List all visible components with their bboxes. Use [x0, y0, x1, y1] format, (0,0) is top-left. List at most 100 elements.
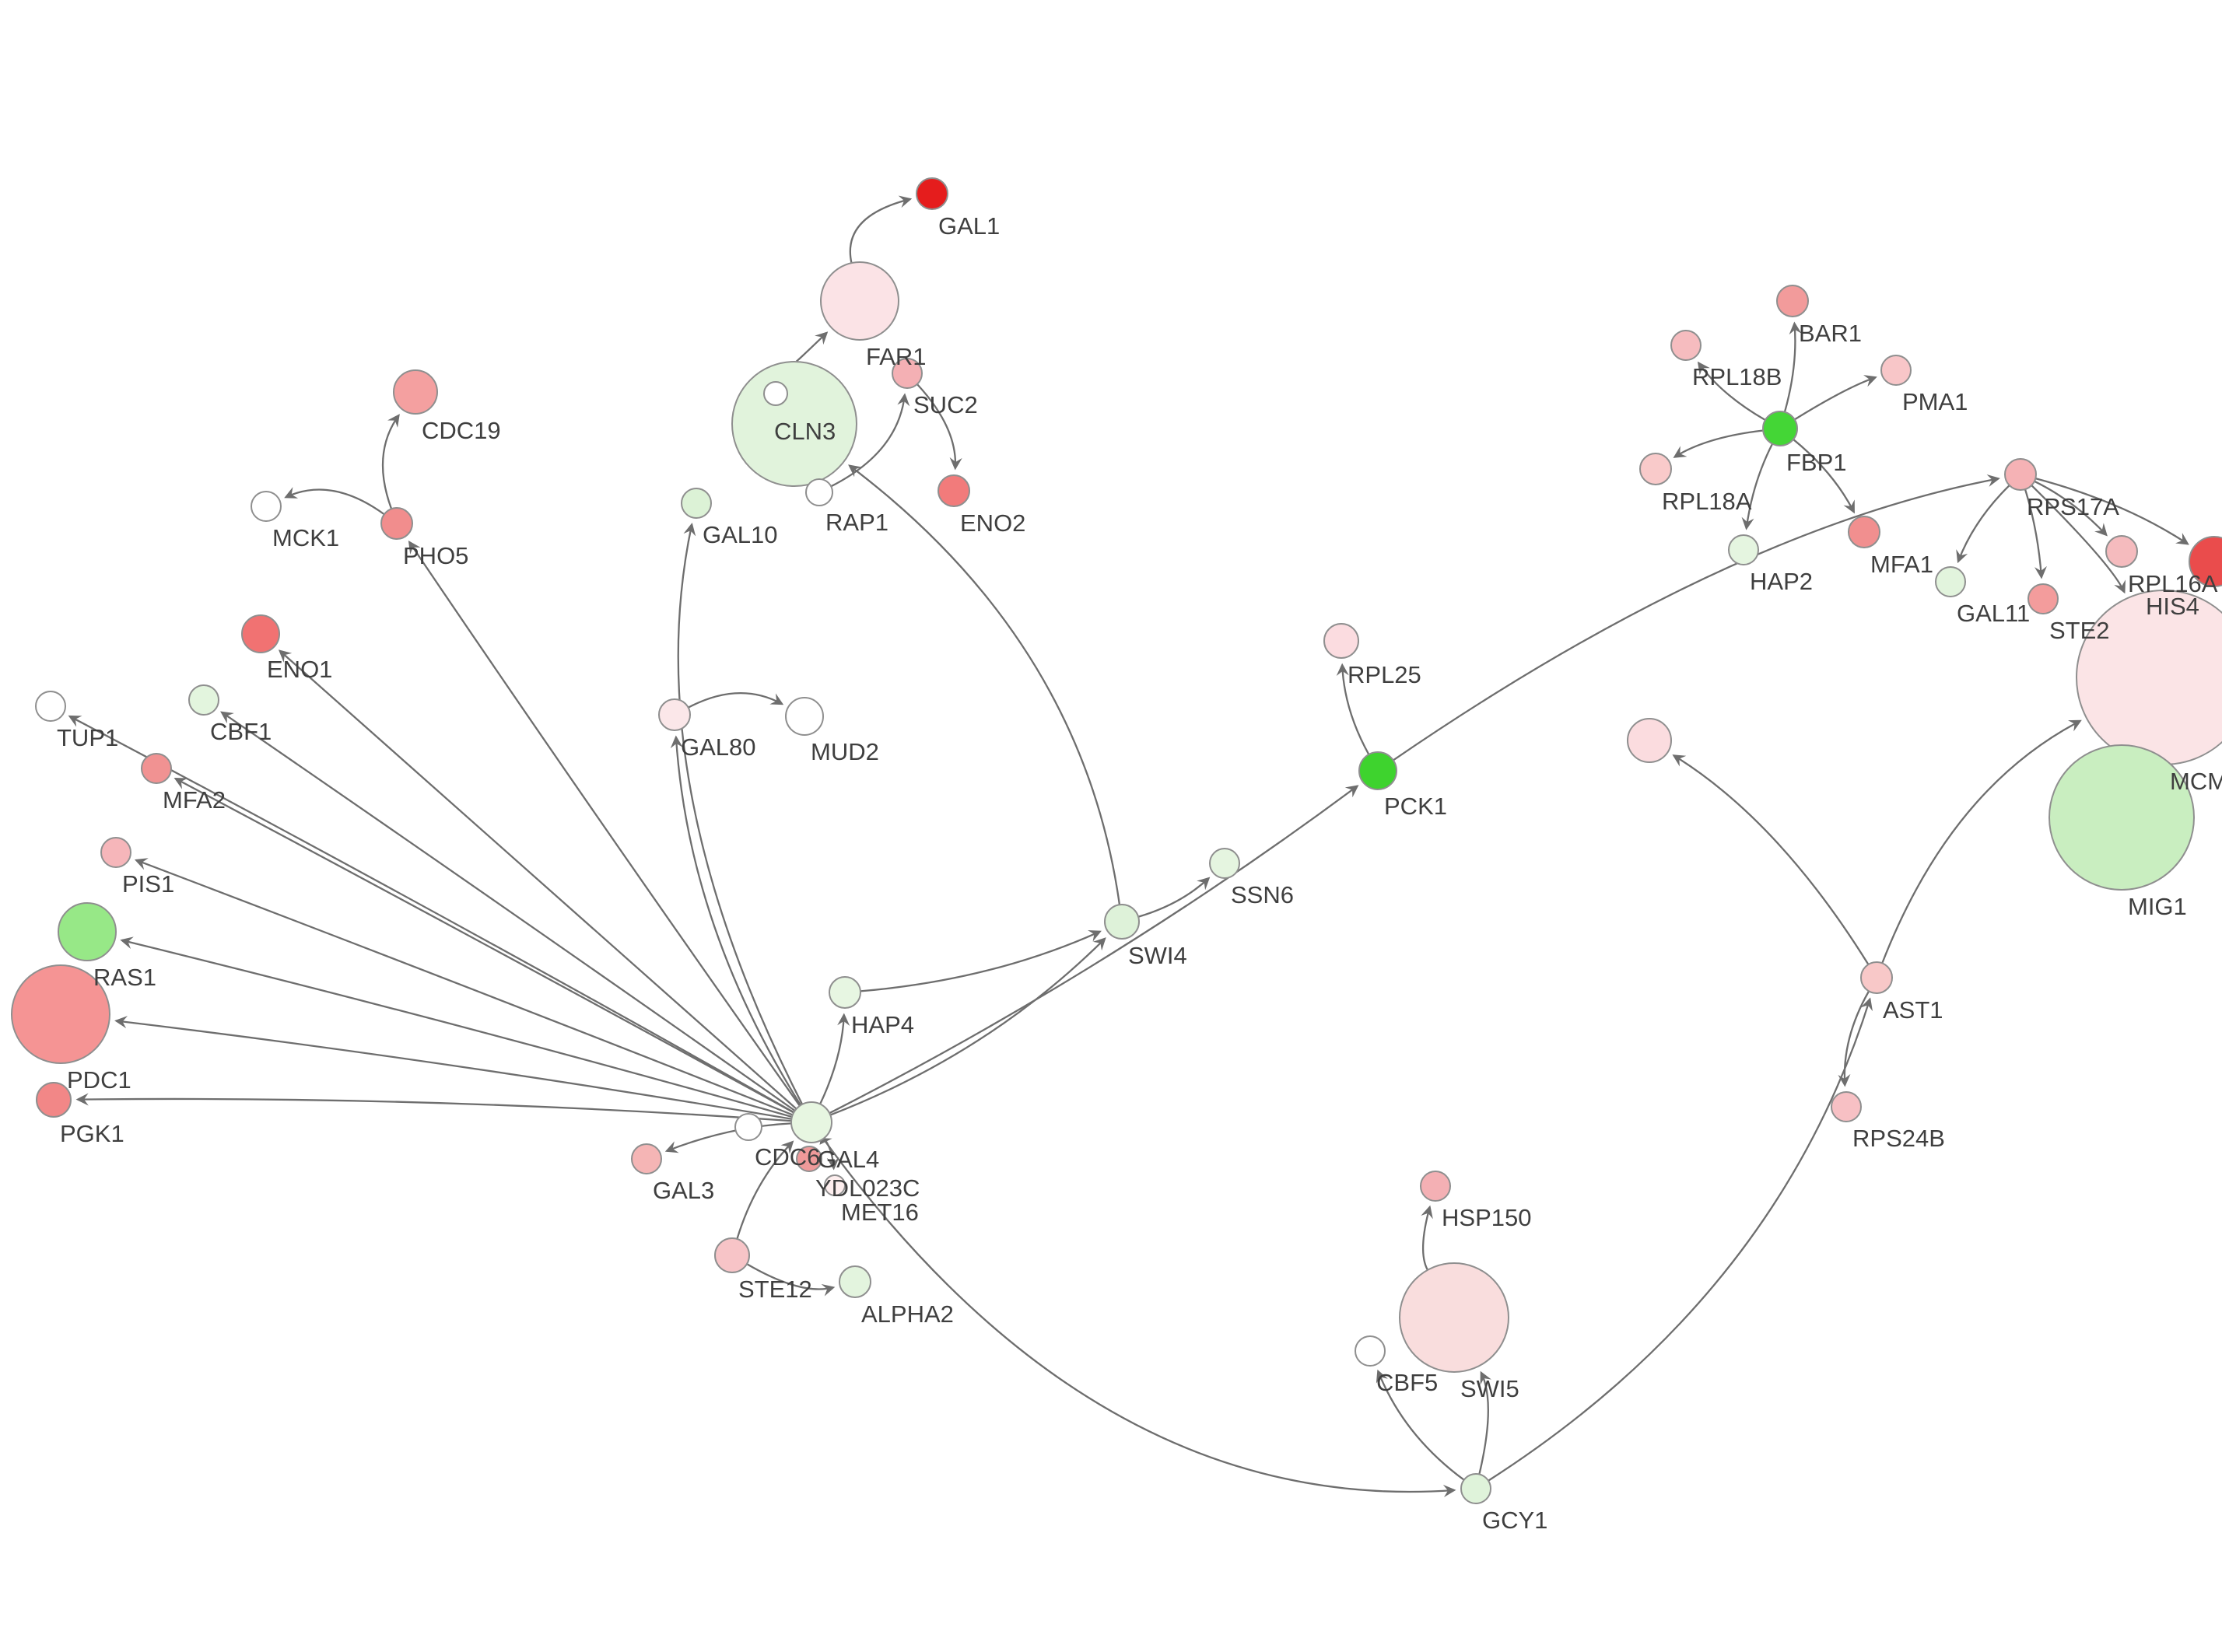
node-BAR1[interactable] — [1776, 285, 1809, 317]
node-CBF1[interactable] — [188, 684, 219, 716]
node-GCY1[interactable] — [1460, 1473, 1491, 1504]
node-N1[interactable] — [763, 381, 788, 406]
node-GAL10[interactable] — [681, 488, 712, 519]
edge-FBP1-BAR1[interactable] — [1783, 321, 1802, 413]
node-MFA2[interactable] — [141, 753, 172, 784]
edge-GAL4-PDC1[interactable] — [114, 1016, 792, 1120]
edge-GAL4-SWI4[interactable] — [829, 937, 1106, 1116]
node-PHO5[interactable] — [380, 507, 413, 540]
edge-GAL4-CBF1[interactable] — [220, 711, 796, 1111]
node-SSN6[interactable] — [1209, 848, 1240, 879]
node-MUD2[interactable] — [785, 697, 824, 736]
node-GAL3[interactable] — [631, 1143, 662, 1174]
edge-GAL4-PIS1[interactable] — [134, 858, 794, 1116]
edge-FBP1-RPL18B[interactable] — [1697, 361, 1766, 422]
edge-GCY1-CBF5[interactable] — [1376, 1369, 1465, 1481]
edge-GCY1-SWI5[interactable] — [1478, 1370, 1492, 1475]
node-ENO1[interactable] — [241, 614, 280, 653]
node-GAL80[interactable] — [658, 698, 691, 731]
node-MCK1[interactable] — [251, 491, 282, 522]
edge-GAL4-PHO5[interactable] — [408, 541, 801, 1107]
node-SUC2[interactable] — [892, 358, 923, 389]
edge-FAR1-GAL1[interactable] — [849, 195, 913, 264]
edge-FBP1-RPL18A[interactable] — [1673, 429, 1764, 458]
edge-GCY1-AST1[interactable] — [1488, 997, 1873, 1482]
edge-PHO5-MCK1[interactable] — [284, 487, 385, 516]
node-FAR1[interactable] — [820, 261, 899, 341]
node-CDC19[interactable] — [393, 369, 438, 415]
edge-PHO5-CDC19[interactable] — [381, 414, 400, 509]
edge-SWI4-CLN3[interactable] — [848, 464, 1121, 905]
edge-SWI4-SSN6[interactable] — [1137, 877, 1211, 918]
node-CDC6[interactable] — [734, 1113, 762, 1141]
edge-AST1-RPS24B[interactable] — [1838, 990, 1870, 1087]
node-N2[interactable] — [1627, 718, 1672, 763]
edge-AST1-MCM1[interactable] — [1881, 719, 2082, 964]
node-YDL023C[interactable] — [796, 1146, 822, 1172]
node-RPS24B[interactable] — [1831, 1091, 1862, 1122]
node-HIS4[interactable] — [2189, 536, 2222, 587]
node-MIG1[interactable] — [2049, 744, 2195, 891]
node-MET16[interactable] — [824, 1174, 846, 1196]
edge-RPS17A-MCM1[interactable] — [2031, 485, 2126, 594]
edge-RPS17A-STE2[interactable] — [2024, 488, 2047, 579]
edge-GAL4-GAL3[interactable] — [664, 1122, 792, 1153]
edge-STE12-GAL4[interactable] — [736, 1140, 794, 1240]
node-RPS17A[interactable] — [2004, 458, 2037, 491]
node-CLN3[interactable] — [731, 361, 857, 487]
node-TUP1[interactable] — [35, 691, 66, 722]
node-HSP150[interactable] — [1420, 1171, 1451, 1202]
node-RAS1[interactable] — [58, 902, 117, 961]
node-RPL16A[interactable] — [2105, 535, 2138, 568]
node-PIS1[interactable] — [100, 837, 131, 868]
node-GAL1[interactable] — [916, 177, 948, 210]
edge-GAL4-HAP4[interactable] — [819, 1013, 850, 1104]
node-CBF5[interactable] — [1355, 1335, 1386, 1367]
edge-RPS17A-HIS4[interactable] — [2035, 478, 2189, 545]
node-FBP1[interactable] — [1762, 411, 1798, 446]
node-MFA1[interactable] — [1848, 516, 1880, 548]
node-GAL11[interactable] — [1935, 566, 1966, 597]
edge-RAP1-SUC2[interactable] — [830, 393, 910, 488]
edge-SUC2-ENO2[interactable] — [916, 383, 962, 471]
node-RPL18B[interactable] — [1670, 330, 1702, 361]
node-HAP2[interactable] — [1728, 534, 1759, 565]
node-PDC1[interactable] — [11, 964, 110, 1064]
edge-GAL4-RAS1[interactable] — [120, 936, 793, 1118]
node-SWI4[interactable] — [1104, 904, 1140, 940]
node-PMA1[interactable] — [1880, 355, 1912, 386]
node-AST1[interactable] — [1860, 961, 1893, 994]
edge-PCK1-RPS17A[interactable] — [1393, 474, 2000, 761]
edge-GAL4-GAL80[interactable] — [670, 735, 802, 1106]
edge-STE12-ALPHA2[interactable] — [746, 1263, 836, 1297]
edge-GAL4-PCK1[interactable] — [829, 785, 1359, 1115]
edge-CLN3-FAR1[interactable] — [794, 331, 829, 363]
edge-RPS17A-RPL16A[interactable] — [2034, 480, 2108, 537]
edge-RPS17A-GAL11[interactable] — [1956, 485, 2010, 564]
edge-HAP4-SWI4[interactable] — [860, 929, 1102, 992]
node-STE2[interactable] — [2027, 583, 2059, 614]
edge-FBP1-MFA1[interactable] — [1793, 439, 1855, 514]
edge-SWI5-HSP150[interactable] — [1421, 1205, 1433, 1271]
edge-GAL4-MFA2[interactable] — [173, 778, 794, 1114]
edge-GAL4-ENO1[interactable] — [278, 649, 797, 1110]
node-PCK1[interactable] — [1358, 751, 1397, 790]
node-STE12[interactable] — [714, 1237, 750, 1273]
node-RAP1[interactable] — [805, 478, 833, 506]
edge-AST1-N2[interactable] — [1672, 754, 1870, 965]
node-RPL25[interactable] — [1323, 623, 1359, 659]
edge-GAL4-PGK1[interactable] — [75, 1093, 792, 1122]
node-RPL18A[interactable] — [1639, 453, 1672, 485]
edge-GAL4-GCY1[interactable] — [822, 1138, 1456, 1497]
node-PGK1[interactable] — [36, 1082, 72, 1118]
edge-FBP1-PMA1[interactable] — [1794, 375, 1877, 421]
edge-GAL80-MUD2[interactable] — [688, 692, 784, 709]
edge-GAL4-GAL10[interactable] — [677, 523, 804, 1105]
edge-PCK1-RPL25[interactable] — [1336, 663, 1370, 755]
node-GAL4[interactable] — [790, 1101, 832, 1143]
edge-GAL4-TUP1[interactable] — [68, 715, 794, 1114]
edge-FBP1-HAP2[interactable] — [1741, 443, 1774, 530]
node-ENO2[interactable] — [938, 474, 970, 507]
node-SWI5[interactable] — [1399, 1262, 1509, 1373]
